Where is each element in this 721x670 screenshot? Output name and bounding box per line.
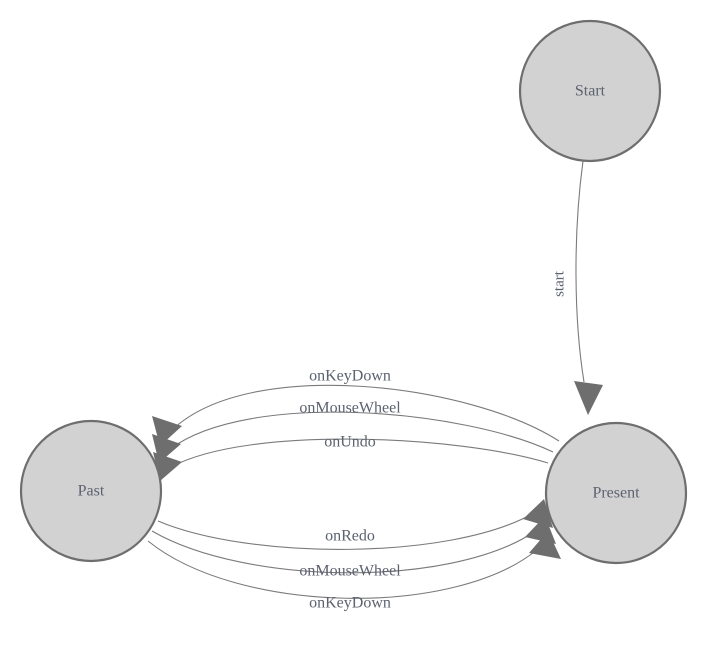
arrowhead-into-past-onundo [153, 452, 182, 481]
edge-past-to-present-onredo-path [157, 513, 533, 550]
edge-label-present-past-onkeydown: onKeyDown [309, 368, 391, 385]
edge-past-to-present-onkeydown-path [147, 540, 539, 599]
edge-label-past-present-onmousewheel: onMouseWheel [299, 563, 401, 580]
edge-start-to-present[interactable]: start [551, 160, 603, 415]
node-present-circle [544, 421, 688, 565]
node-present[interactable]: Present [544, 421, 688, 565]
node-start[interactable]: Start [518, 19, 662, 163]
arrowhead-into-present-onkeydown [529, 531, 561, 559]
edge-past-to-present-onmousewheel[interactable]: onMouseWheel [151, 516, 556, 580]
edge-present-to-past-onundo-path [170, 438, 549, 468]
edge-past-to-present-onkeydown[interactable]: onKeyDown [147, 531, 561, 612]
node-start-circle [518, 19, 662, 163]
edge-label-start: start [551, 270, 567, 297]
edge-label-present-past-onundo: onUndo [324, 434, 376, 451]
edge-present-to-past-onmousewheel-path [169, 411, 554, 453]
node-past-circle [19, 419, 163, 563]
node-start-label: Start [575, 83, 606, 100]
edge-present-to-past-onmousewheel[interactable]: onMouseWheel [152, 400, 554, 463]
edge-past-to-present-onmousewheel-path [151, 530, 535, 574]
edge-label-past-present-onredo: onRedo [325, 528, 375, 545]
edge-start-to-present-path [575, 160, 585, 383]
edge-present-to-past-onkeydown-path [171, 384, 560, 442]
arrowhead-into-present-start [574, 381, 603, 415]
edge-past-to-present-onredo[interactable]: onRedo [157, 499, 553, 550]
node-present-label: Present [592, 485, 640, 502]
edge-present-to-past-onundo[interactable]: onUndo [153, 434, 549, 481]
edge-label-past-present-onkeydown: onKeyDown [309, 595, 391, 612]
node-past-label: Past [78, 483, 105, 500]
node-past[interactable]: Past [19, 419, 163, 563]
edge-label-present-past-onmousewheel: onMouseWheel [299, 400, 401, 417]
